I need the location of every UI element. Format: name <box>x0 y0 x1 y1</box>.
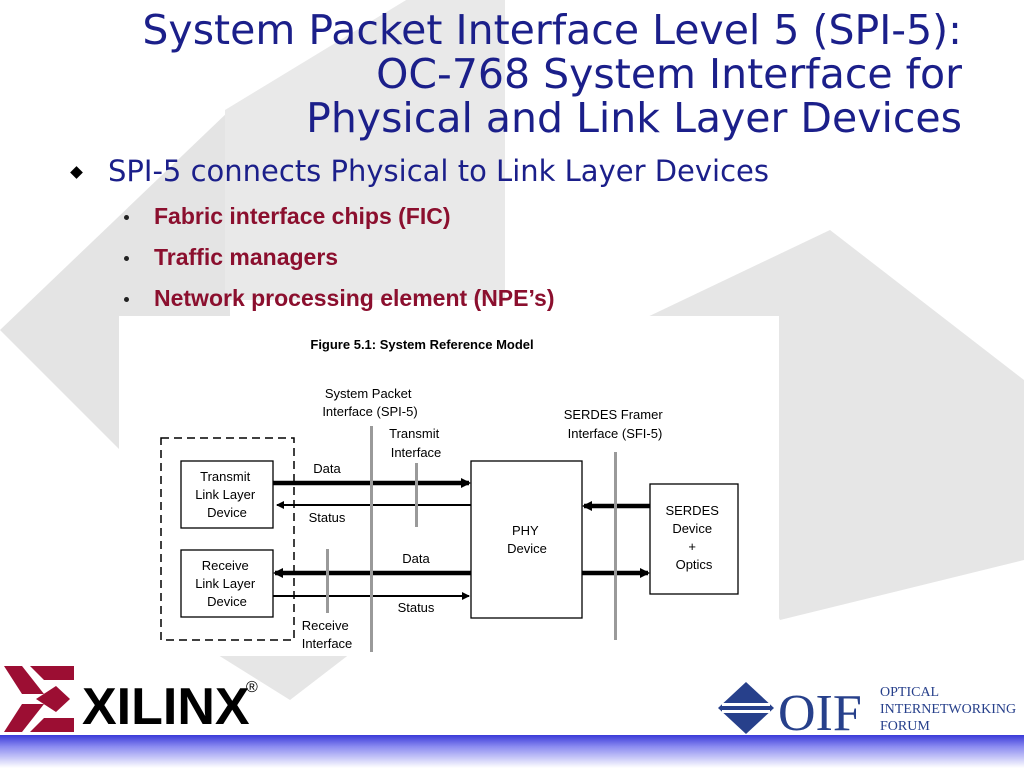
transmit-interface-label-line-1: Transmit <box>389 426 439 441</box>
sub-bullet-text: Traffic managers <box>154 244 339 270</box>
transmit-device-line-1: Transmit <box>200 469 250 484</box>
sfi5-label-line-1: SERDES Framer <box>564 407 664 422</box>
receive-interface-label-line-2: Interface <box>302 636 353 651</box>
svg-text:Transmit Link Layer De: Transmit Link Layer Device <box>195 469 259 520</box>
sfi5-interface-bar <box>614 452 617 640</box>
xilinx-wordmark: XILINX <box>82 678 250 734</box>
transmit-link-layer-device-box <box>180 460 274 529</box>
dot-bullet-icon <box>124 297 129 302</box>
receive-device-line-3: Device <box>207 594 247 609</box>
transmit-device-line-2: Link Layer <box>195 487 256 502</box>
receive-interface-bar <box>326 549 329 613</box>
phy-device-line-1: PHY <box>512 523 539 538</box>
main-bullet-text: SPI-5 connects Physical to Link Layer De… <box>108 154 769 188</box>
receive-interface-label-line-1: Receive <box>302 618 349 633</box>
oif-diamond-icon <box>718 682 774 734</box>
transmit-device-line-3: Device <box>207 505 247 520</box>
transmit-data-label: Data <box>313 461 341 476</box>
spi5-label-line-2: Interface (SPI-5) <box>322 404 417 419</box>
sub-bullet-text: Fabric interface chips (FIC) <box>154 203 451 229</box>
sfi5-label-line-2: Interface (SFI-5) <box>568 426 663 441</box>
footer-gradient-bar <box>0 735 1024 768</box>
serdes-device-box <box>649 483 739 595</box>
xilinx-x-icon <box>4 666 74 732</box>
serdes-device-line-3: + <box>688 539 696 554</box>
oif-full-name-line-3: FORUM <box>880 719 930 734</box>
svg-text:SERDES Device + Op: SERDES Device + Optics <box>665 503 722 572</box>
svg-text:Transmit Interface: Transmit Interface <box>389 426 443 460</box>
svg-text:Receive Interface: Receive Interface <box>302 618 353 651</box>
svg-text:System Packet Interface (S: System Packet Interface (SPI-5) <box>322 386 417 419</box>
slide-title-line-2: OC-768 System Interface for <box>376 50 962 98</box>
transmit-interface-label-line-2: Interface <box>391 445 442 460</box>
slide-title-line-1: System Packet Interface Level 5 (SPI-5): <box>142 6 962 54</box>
sub-bullet-text: Network processing element (NPE’s) <box>154 285 555 311</box>
figure-caption: Figure 5.1: System Reference Model <box>310 337 533 352</box>
receive-status-label: Status <box>398 600 435 615</box>
dot-bullet-icon <box>124 215 129 220</box>
receive-device-line-1: Receive <box>202 558 249 573</box>
serdes-device-line-1: SERDES <box>665 503 719 518</box>
transmit-interface-bar <box>415 463 418 527</box>
oif-wordmark: OIF <box>778 685 862 736</box>
dot-bullet-icon <box>124 256 129 261</box>
receive-data-label: Data <box>402 551 430 566</box>
oif-full-name-line-1: OPTICAL <box>880 685 939 700</box>
spi5-label-line-1: System Packet <box>325 386 412 401</box>
slide-title-line-3: Physical and Link Layer Devices <box>306 94 962 142</box>
xilinx-registered-mark: ® <box>246 679 258 696</box>
svg-text:OPTICAL INTERNETWORKING: OPTICAL INTERNETWORKING FORUM <box>880 685 1020 734</box>
serdes-device-line-4: Optics <box>676 557 713 572</box>
xilinx-logo: XILINX ® <box>4 666 258 734</box>
receive-device-line-2: Link Layer <box>195 576 256 591</box>
transmit-status-label: Status <box>309 510 346 525</box>
phy-device-line-2: Device <box>507 541 547 556</box>
receive-link-layer-device-box <box>180 549 274 618</box>
phy-device-box <box>470 460 583 619</box>
svg-text:Receive Link Layer Dev: Receive Link Layer Device <box>195 558 259 609</box>
svg-text:SERDES Framer Interface (S: SERDES Framer Interface (SFI-5) <box>564 407 667 441</box>
serdes-device-line-2: Device <box>672 521 712 536</box>
spi5-interface-bar <box>370 426 373 652</box>
link-layer-dashed-boundary <box>160 437 295 641</box>
system-reference-model-figure: Figure 5.1: System Reference Model Syste… <box>119 316 779 656</box>
oif-full-name-line-2: INTERNETWORKING <box>880 702 1016 717</box>
svg-text:PHY Device: PHY Device <box>507 523 547 556</box>
oif-logo: OIF OPTICAL INTERNETWORKING FORUM <box>718 682 1020 736</box>
